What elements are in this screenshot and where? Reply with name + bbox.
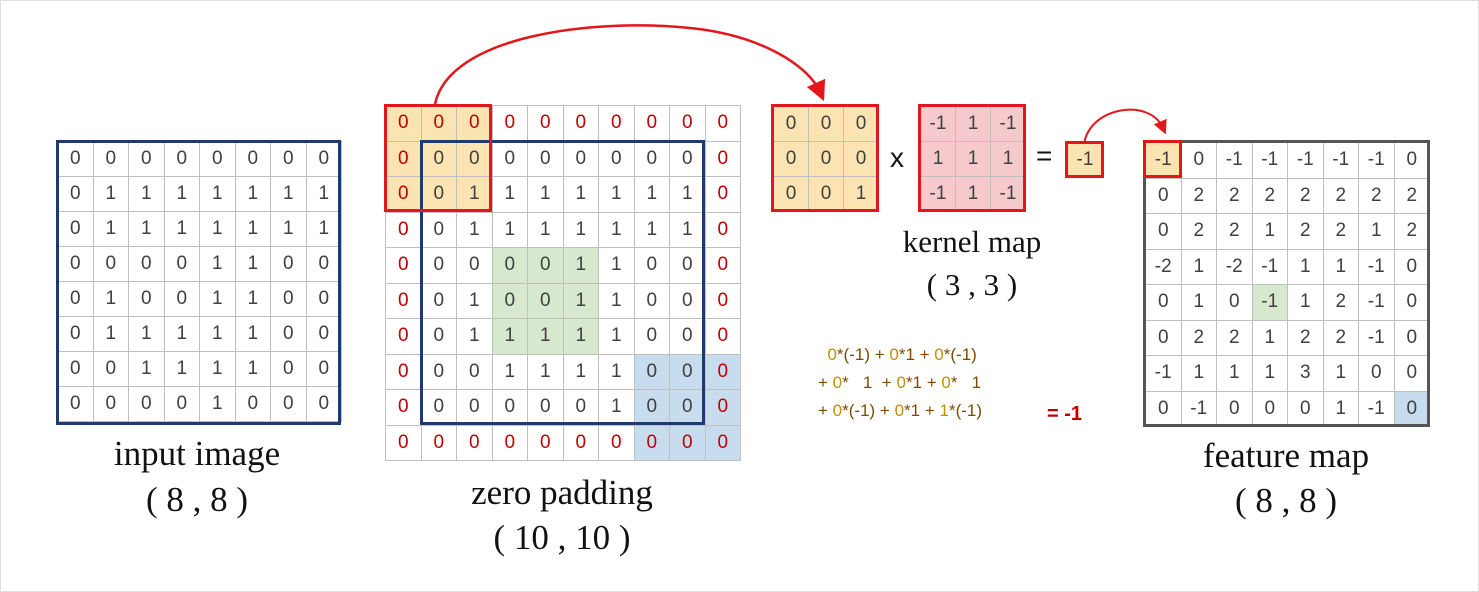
- input-image-caption: input image: [113, 434, 281, 473]
- formula-term: *(-1): [943, 345, 977, 364]
- formula-term: +: [818, 401, 833, 420]
- formula-term: 0: [894, 401, 905, 420]
- padding-cell: 1: [527, 318, 564, 355]
- kernel-map-caption: kernel map: [902, 224, 1042, 259]
- equals-sign: =: [1036, 140, 1053, 171]
- formula-term: 0: [889, 345, 899, 364]
- padding-cell: 0: [633, 353, 670, 390]
- formula-term: +: [818, 373, 833, 392]
- formula-term: *(-1) +: [836, 345, 890, 364]
- padding-cell: 1: [456, 176, 493, 213]
- convolution-formula: 0*(-1) + 0*1 + 0*(-1)+ 0* 1 + 0*1 + 0* 1…: [818, 341, 982, 425]
- padding-cell: 1: [491, 318, 528, 355]
- result-to-feature-arrow: [1083, 108, 1167, 145]
- formula-term: 0: [827, 345, 837, 364]
- padding-cell: 1: [562, 318, 599, 355]
- feature-map-caption: feature map: [1202, 436, 1370, 475]
- formula-term: 0: [941, 373, 951, 392]
- zero-padding-caption: zero padding: [471, 473, 653, 512]
- padding-cell: 0: [669, 353, 706, 390]
- formula-term: *(-1): [948, 401, 983, 420]
- feature-map-size: ( 8 , 8 ): [1234, 481, 1338, 520]
- formula-line: + 0*(-1) + 0*1 + 1*(-1): [818, 397, 982, 425]
- formula-term: 1: [939, 401, 949, 420]
- padding-cell: 0: [456, 105, 493, 142]
- feature-cell: -1: [1145, 142, 1182, 179]
- input-image-size: ( 8 , 8 ): [145, 480, 249, 519]
- formula-term: * 1: [950, 373, 982, 392]
- padding-cell: 1: [562, 282, 599, 319]
- formula-term: 0: [832, 401, 843, 420]
- window-patch-cell: 0: [843, 141, 879, 177]
- formula-term: *(-1) +: [842, 401, 895, 420]
- formula-term: * 1 +: [842, 373, 897, 392]
- formula-line: 0*(-1) + 0*1 + 0*(-1): [818, 341, 982, 369]
- formula-term: *1 +: [905, 373, 942, 392]
- padding-cell: 0: [704, 424, 741, 461]
- padding-cell: 0: [704, 389, 741, 426]
- input-cell: 0: [305, 386, 342, 422]
- formula-term: *1 +: [904, 401, 940, 420]
- kernel-map-size: ( 3 , 3 ): [926, 267, 1018, 302]
- formula-term: 0: [832, 373, 843, 392]
- kernel-cell: 1: [955, 176, 991, 212]
- window-to-patch-arrow: [433, 24, 826, 105]
- multiply-sign: x: [890, 142, 904, 173]
- formula-term: 0: [896, 373, 906, 392]
- formula-line: + 0* 1 + 0*1 + 0* 1: [818, 369, 982, 397]
- zero-padding-size: ( 10 , 10 ): [493, 518, 631, 557]
- window-patch-cell: 1: [843, 176, 879, 212]
- formula-term: 0: [934, 345, 944, 364]
- padding-cell: 0: [669, 389, 706, 426]
- padding-cell: 0: [633, 424, 670, 461]
- formula-term: *1 +: [898, 345, 935, 364]
- formula-result: = -1: [1047, 403, 1083, 425]
- padding-cell: 0: [491, 247, 528, 284]
